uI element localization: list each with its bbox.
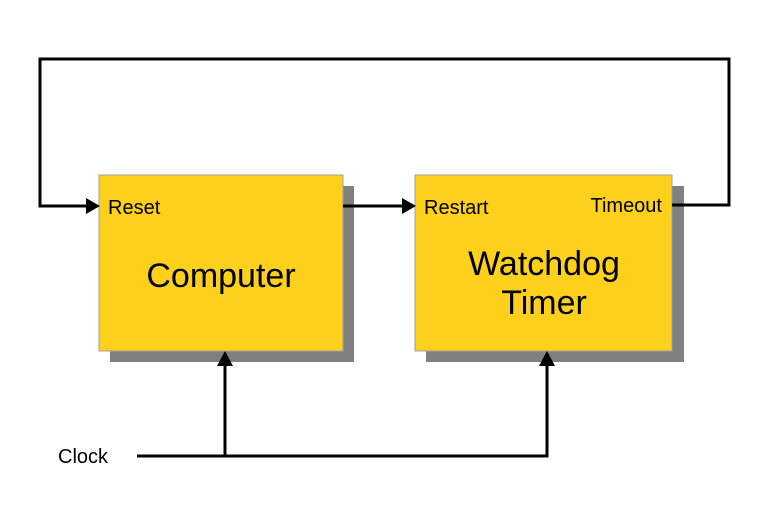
clock-label: Clock xyxy=(58,446,109,468)
watchdog-clock-arrowhead xyxy=(539,351,555,366)
clock-wire xyxy=(137,364,549,458)
timeout-to-reset-wire xyxy=(38,57,731,208)
reset-port-label: Reset xyxy=(108,197,161,219)
restart-port-label: Restart xyxy=(424,197,489,219)
watchdog-timer-block: Restart Timeout Watchdog Timer xyxy=(414,174,684,362)
reset-arrowhead xyxy=(86,198,100,214)
restart-arrowhead xyxy=(402,198,416,214)
watchdog-block-body xyxy=(414,174,673,352)
computer-clock-arrowhead xyxy=(217,351,233,366)
watchdog-title-line1: Watchdog xyxy=(468,245,620,283)
watchdog-title-line2: Timer xyxy=(501,284,587,322)
computer-block-title: Computer xyxy=(146,257,295,295)
computer-block-body xyxy=(98,174,344,352)
computer-block: Reset Computer xyxy=(98,174,354,362)
timeout-port-label: Timeout xyxy=(590,195,662,217)
